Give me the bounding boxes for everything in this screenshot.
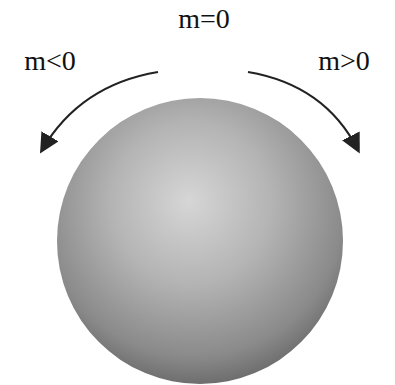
axis-label: m<0 (24, 46, 76, 77)
sphere (57, 98, 343, 384)
axis-label: m>0 (318, 46, 370, 77)
rotation-arrow (248, 72, 358, 150)
rotation-arrow (42, 72, 158, 150)
axis-label: m=0 (178, 4, 230, 35)
